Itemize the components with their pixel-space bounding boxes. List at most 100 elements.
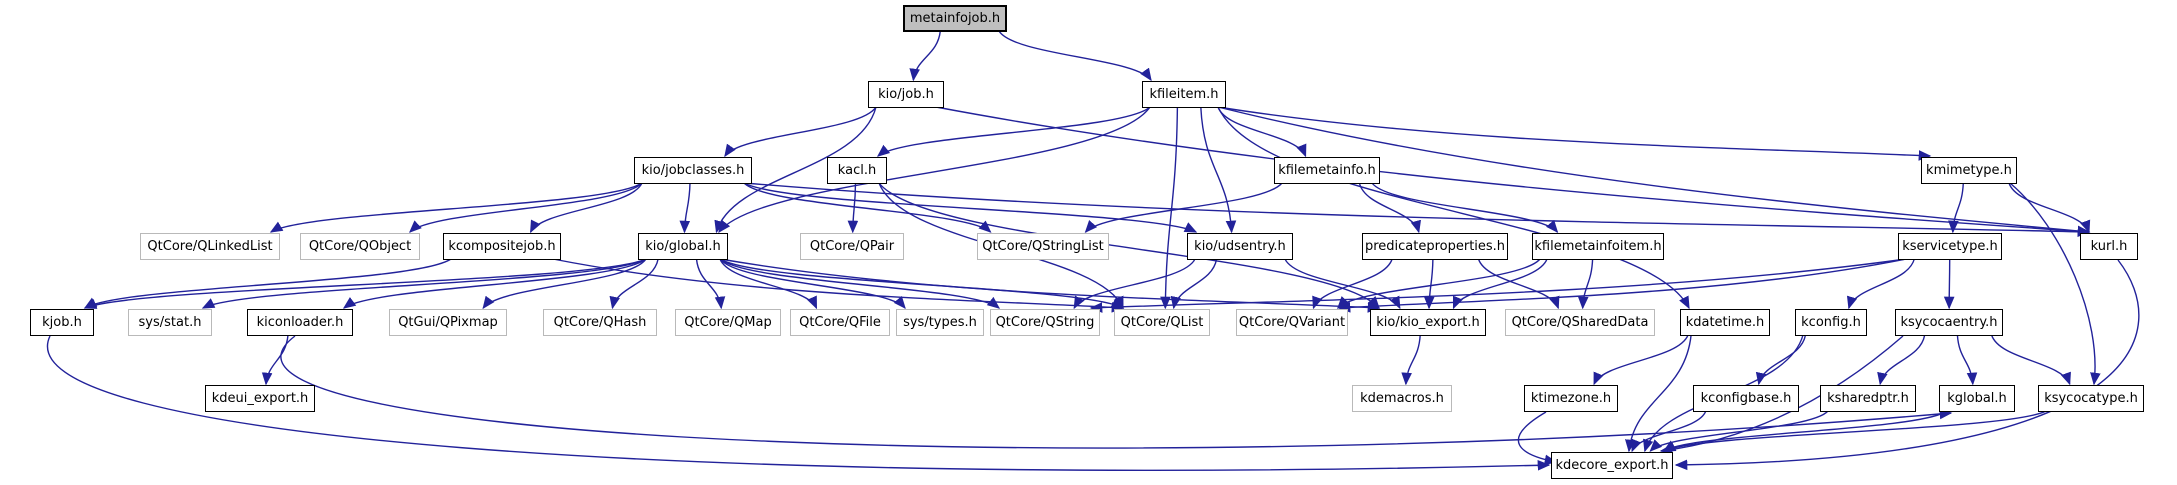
edge-kio-jobclasses-h-to-qtcore-qstringlist bbox=[743, 182, 992, 233]
node-sys-types-h: sys/types.h bbox=[896, 309, 984, 336]
edge-kfilemetainfoitem-h-to-kio-kio-export-h bbox=[1452, 258, 1548, 310]
edge-kio-kio-export-h-to-kdemacros-h bbox=[1401, 334, 1421, 386]
edge-kiconloader-h-to-kdeui-export-h bbox=[261, 334, 289, 386]
edge-ksharedptr-h-to-kdecore-export-h bbox=[1649, 410, 1829, 452]
edge-kfileitem-h-to-kfilemetainfo-h bbox=[1217, 106, 1307, 158]
node-ksycocaentry-h[interactable]: ksycocaentry.h bbox=[1895, 309, 2003, 336]
edge-kio-global-h-to-sys-stat-h bbox=[201, 258, 647, 309]
node-ksycocatype-h[interactable]: ksycocatype.h bbox=[2038, 385, 2144, 412]
edge-kservicetype-h-to-qtcore-qvariant bbox=[1337, 258, 1907, 313]
edge-kfileitem-h-to-kacl-h bbox=[876, 106, 1151, 157]
edge-kio-jobclasses-h-to-qtcore-qobject bbox=[408, 182, 643, 233]
node-kconfigbase-h[interactable]: kconfigbase.h bbox=[1693, 385, 1799, 412]
node-predicateproperties-h[interactable]: predicateproperties.h bbox=[1362, 233, 1508, 260]
edge-kio-global-h-to-qtcore-qmap bbox=[695, 258, 726, 310]
node-kfilemetainfoitem-h[interactable]: kfilemetainfoitem.h bbox=[1532, 233, 1664, 260]
edge-metainfojob-h-to-kfileitem-h bbox=[998, 30, 1152, 82]
node-kio-jobclasses-h[interactable]: kio/jobclasses.h bbox=[634, 157, 752, 184]
edge-kio-udsentry-h-to-qtcore-qstring bbox=[1073, 258, 1196, 310]
edge-kacl-h-to-qtcore-qpair bbox=[847, 182, 859, 234]
edge-kjob-h-to-kdecore-export-h bbox=[46, 335, 1551, 471]
edge-kfileitem-h-to-kurl-h bbox=[1217, 106, 2091, 237]
edge-kfilemetainfo-h-to-kfilemetainfoitem-h bbox=[1371, 182, 1559, 234]
edge-predicateproperties-h-to-kio-kio-export-h bbox=[1423, 258, 1435, 310]
edge-kfileitem-h-to-kio-udsentry-h bbox=[1200, 106, 1237, 234]
edge-kio-udsentry-h-to-qtcore-qlist bbox=[1170, 258, 1218, 310]
edge-kconfigbase-h-to-kdecore-export-h bbox=[1631, 410, 1707, 453]
edge-kio-global-h-to-qtcore-qfile bbox=[719, 258, 818, 310]
node-qtcore-qhash: QtCore/QHash bbox=[543, 309, 657, 336]
node-qtcore-qmap: QtCore/QMap bbox=[675, 309, 781, 336]
edge-kmimetype-h-to-ksycocatype-h bbox=[2009, 182, 2101, 386]
node-qtgui-qpixmap: QtGui/QPixmap bbox=[389, 309, 507, 336]
edge-kdatetime-h-to-ktimezone-h bbox=[1593, 334, 1689, 386]
node-kcompositejob-h[interactable]: kcompositejob.h bbox=[443, 233, 561, 260]
edge-kio-global-h-to-kio-kio-export-h bbox=[719, 258, 1381, 313]
edge-predicateproperties-h-to-qtcore-qshareddata bbox=[1477, 258, 1560, 310]
node-qtcore-qobject: QtCore/QObject bbox=[300, 233, 420, 260]
node-ksharedptr-h[interactable]: ksharedptr.h bbox=[1820, 385, 1916, 412]
edge-kio-job-h-to-kio-jobclasses-h bbox=[724, 106, 877, 158]
edge-metainfojob-h-to-kio-job-h bbox=[909, 30, 941, 82]
edge-kio-global-h-to-qtgui-qpixmap bbox=[482, 258, 647, 310]
node-kdecore-export-h[interactable]: kdecore_export.h bbox=[1551, 452, 1673, 479]
node-kiconloader-h[interactable]: kiconloader.h bbox=[247, 309, 353, 336]
edge-kcompositejob-h-to-qtcore-qlist bbox=[552, 258, 1125, 313]
edge-kservicetype-h-to-ksycocaentry-h bbox=[1943, 258, 1955, 310]
node-kservicetype-h[interactable]: kservicetype.h bbox=[1898, 233, 2002, 260]
node-qtcore-qvariant: QtCore/QVariant bbox=[1236, 309, 1348, 336]
node-kio-job-h[interactable]: kio/job.h bbox=[868, 81, 944, 108]
edge-kservicetype-h-to-kconfig-h bbox=[1846, 258, 1915, 310]
node-kdatetime-h[interactable]: kdatetime.h bbox=[1680, 309, 1770, 336]
edge-kiconloader-h-to-kglobal-h bbox=[280, 335, 1953, 449]
edge-kio-jobclasses-h-to-kurl-h bbox=[743, 182, 2091, 238]
edge-kfilemetainfo-h-to-predicateproperties-h bbox=[1358, 182, 1421, 234]
node-ktimezone-h[interactable]: ktimezone.h bbox=[1524, 385, 1618, 412]
edge-ksycocaentry-h-to-kglobal-h bbox=[1956, 334, 1978, 386]
edge-kurl-h-to-kdecore-export-h bbox=[1674, 259, 2140, 471]
edge-predicateproperties-h-to-qtcore-qvariant bbox=[1312, 258, 1393, 310]
node-kmimetype-h[interactable]: kmimetype.h bbox=[1921, 157, 2017, 184]
edge-kio-jobclasses-h-to-kio-udsentry-h bbox=[743, 182, 1198, 233]
node-kfileitem-h[interactable]: kfileitem.h bbox=[1142, 81, 1226, 108]
edge-ksycocaentry-h-to-ksycocatype-h bbox=[1990, 334, 2071, 386]
edge-kdatetime-h-to-kdecore-export-h bbox=[1625, 334, 1692, 453]
edge-kio-global-h-to-sys-types-h bbox=[719, 258, 906, 310]
edge-kfileitem-h-to-qtcore-qlist bbox=[1160, 106, 1179, 310]
edge-kfilemetainfoitem-h-to-qtcore-qshareddata bbox=[1577, 258, 1594, 310]
node-qtcore-qstring: QtCore/QString bbox=[990, 309, 1100, 336]
node-kconfig-h[interactable]: kconfig.h bbox=[1795, 309, 1867, 336]
node-kjob-h[interactable]: kjob.h bbox=[30, 309, 94, 336]
edge-ksycocatype-h-to-kdecore-export-h bbox=[1662, 410, 2047, 452]
edge-kmimetype-h-to-kurl-h bbox=[2008, 182, 2091, 234]
node-kfilemetainfo-h[interactable]: kfilemetainfo.h bbox=[1274, 157, 1380, 184]
node-kio-global-h[interactable]: kio/global.h bbox=[638, 233, 728, 260]
edge-kio-global-h-to-qtcore-qstring bbox=[719, 258, 1001, 309]
edge-kio-job-h-to-kio-global-h bbox=[714, 106, 877, 234]
node-qtcore-qlinkedlist: QtCore/QLinkedList bbox=[140, 233, 280, 260]
node-kdemacros-h: kdemacros.h bbox=[1352, 385, 1452, 412]
node-qtcore-qfile: QtCore/QFile bbox=[790, 309, 890, 336]
edge-kfileitem-h-to-kio-global-h bbox=[718, 106, 1151, 234]
edge-kio-jobclasses-h-to-kcompositejob-h bbox=[530, 182, 643, 234]
edge-kservicetype-h-to-qtcore-qstring bbox=[1089, 258, 1907, 313]
node-kglobal-h[interactable]: kglobal.h bbox=[1939, 385, 2015, 412]
edge-ksycocaentry-h-to-kdecore-export-h bbox=[1659, 335, 1904, 455]
edge-kcompositejob-h-to-kjob-h bbox=[83, 258, 452, 309]
edge-kfilemetainfoitem-h-to-qtcore-qvariant bbox=[1336, 258, 1541, 309]
edge-kfilemetainfo-h-to-qtcore-qstringlist bbox=[1084, 182, 1283, 233]
node-kurl-h[interactable]: kurl.h bbox=[2080, 233, 2138, 260]
edge-ktimezone-h-to-kdecore-export-h bbox=[1517, 411, 1558, 466]
node-kacl-h[interactable]: kacl.h bbox=[827, 157, 887, 184]
edge-kio-global-h-to-kjob-h bbox=[83, 258, 647, 309]
node-kio-udsentry-h[interactable]: kio/udsentry.h bbox=[1187, 233, 1293, 260]
edge-ksycocaentry-h-to-ksharedptr-h bbox=[1877, 334, 1926, 386]
node-qtcore-qshareddata: QtCore/QSharedData bbox=[1505, 309, 1655, 336]
node-kio-kio-export-h[interactable]: kio/kio_export.h bbox=[1370, 309, 1486, 336]
edge-kio-global-h-to-qtcore-qhash bbox=[609, 258, 659, 310]
node-qtcore-qpair: QtCore/QPair bbox=[800, 233, 904, 260]
node-kdeui-export-h[interactable]: kdeui_export.h bbox=[205, 385, 315, 412]
edge-kfileitem-h-to-kmimetype-h bbox=[1217, 106, 1932, 161]
